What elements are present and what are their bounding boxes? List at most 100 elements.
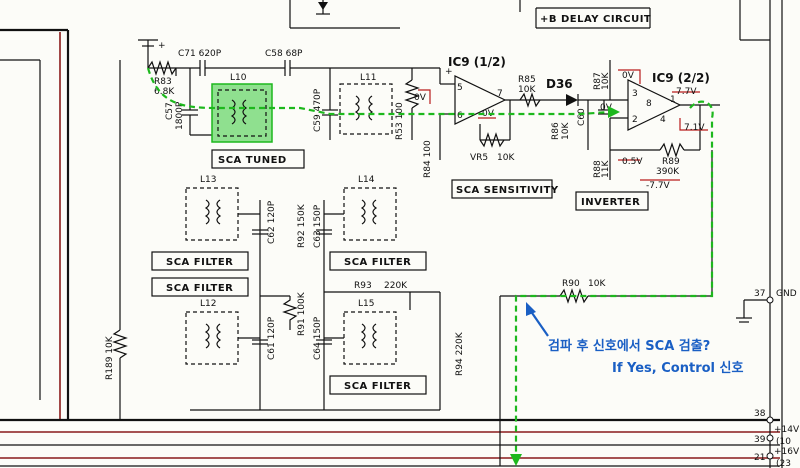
gnd-label: GND: [776, 289, 797, 299]
c57-value: 1800P: [175, 101, 185, 130]
l13-label: L13: [200, 175, 216, 185]
r88-label: R88: [593, 160, 603, 178]
sca-filter-label-3: SCA FILTER: [344, 257, 411, 268]
voltage-0v-c: 0V: [622, 71, 635, 81]
r91-label: R91 100K: [297, 291, 307, 336]
sca-tuned-label: SCA TUNED: [218, 155, 287, 166]
voltage-7-1v: 7.1V: [684, 123, 705, 133]
inverter-label: INVERTER: [581, 197, 640, 208]
r88-value: 11K: [601, 160, 611, 178]
l15-label: L15: [358, 299, 374, 309]
frame-lines: [0, 0, 783, 468]
r90-value: 10K: [588, 279, 606, 289]
sca-filter-box-1: [151, 251, 249, 271]
annotation-line-2: If Yes, Control 신호: [612, 361, 743, 376]
c58-label: C58 68P: [265, 49, 303, 59]
c64-label: C64 150P: [313, 316, 323, 360]
pin-37: 37: [754, 289, 765, 299]
r84-label: R84 100: [423, 140, 433, 178]
sca-filter-box-4: [329, 375, 427, 395]
voltage-0v-d: 0V: [600, 103, 613, 113]
ic9a-pin6: 6: [457, 111, 463, 121]
signal-trace-overlay: [146, 67, 714, 466]
r85-d36: [519, 92, 628, 150]
input-network: [147, 60, 455, 136]
c71-label: C71 620P: [178, 49, 222, 59]
ic9a-plus: +: [445, 67, 453, 77]
pin-38: 38: [754, 409, 766, 419]
ic9b-label: IC9 (2/2): [652, 71, 710, 85]
input-node: +: [138, 39, 166, 68]
ic9b-pin1: 1: [670, 95, 676, 105]
c61-label: C61 120P: [267, 316, 277, 360]
r94-label: R94 220K: [455, 331, 465, 376]
voltage-0v-a: 0V: [414, 93, 427, 103]
voltage-minus-7-7v: -7.7V: [646, 181, 671, 191]
ic9b-pin3: 3: [632, 89, 638, 99]
ic9b-opamp: [609, 60, 720, 180]
svg-text:+: +: [158, 41, 166, 51]
ic9b-pin2: 2: [632, 115, 638, 125]
r89-label: R89: [662, 157, 680, 167]
d36-label: D36: [546, 77, 573, 91]
l10-label: L10: [230, 73, 247, 83]
l11-label: L11: [360, 73, 376, 83]
rail-16v: +16V: [774, 447, 800, 457]
c62-label: C62 120P: [267, 200, 277, 244]
c59-label: C59 470P: [313, 88, 323, 132]
sca-filter-box-2: [151, 277, 249, 297]
c63-label: C63 150P: [313, 204, 323, 248]
vr5-value: 10K: [497, 153, 515, 163]
voltage-0-5v: 0.5V: [622, 157, 643, 167]
sca-tuned-box: [211, 149, 305, 169]
sca-filter-label-1: SCA FILTER: [166, 257, 233, 268]
sca-sensitivity-label: SCA SENSITIVITY: [456, 185, 559, 196]
annotation-line-1: 검파 후 신호에서 SCA 검출?: [548, 338, 710, 354]
voltage-7-7v: 7.7V: [676, 87, 697, 97]
rail-10: (10: [776, 437, 791, 447]
r53-label: R53 100: [395, 102, 405, 140]
ic9b-pin8: 8: [646, 99, 652, 109]
r189: [112, 60, 128, 420]
inverter-box: [575, 191, 649, 211]
delay-circuit-label: +B DELAY CIRCUIT: [540, 14, 651, 25]
r93-label: R93: [354, 281, 372, 291]
r92-label: R92 150K: [297, 203, 307, 248]
r86-value: 10K: [561, 122, 571, 140]
rail-23: (23: [776, 459, 791, 468]
ic9b-voltages: [618, 69, 708, 181]
annotation-arrow: [526, 302, 549, 337]
pin-39: 39: [754, 435, 766, 445]
r90-label: R90: [562, 279, 580, 289]
l14-label: L14: [358, 175, 375, 185]
ic9b-pin4: 4: [660, 115, 666, 125]
r85-label: R85: [518, 75, 536, 85]
sca-filter-box-3: [329, 251, 427, 271]
l10-coil: [211, 83, 273, 143]
r87-value: 10K: [601, 72, 611, 90]
sca-filter-label-4: SCA FILTER: [344, 381, 411, 392]
rail-14v: +14V: [774, 425, 800, 435]
c60-label: C60: [577, 108, 587, 126]
sca-filter-section: [185, 187, 441, 411]
r83-value: 6.8K: [154, 87, 175, 97]
sca-filter-label-2: SCA FILTER: [166, 283, 233, 294]
r86-label: R86: [551, 122, 561, 140]
ic9a-opamp: [439, 75, 540, 160]
sca-sensitivity-box: [451, 179, 553, 199]
r93-value: 220K: [384, 281, 408, 291]
r87-label: R87: [593, 72, 603, 90]
pin-21: 21: [754, 453, 765, 463]
ic9a-label: IC9 (1/2): [448, 55, 506, 69]
l12-label: L12: [200, 299, 216, 309]
ic9a-pin7: 7: [497, 89, 503, 99]
r85-value: 10K: [518, 85, 536, 95]
c57-label: C57: [165, 102, 175, 120]
vr5-label: VR5: [470, 153, 488, 163]
r189-label: R189 10K: [105, 335, 115, 380]
r89-value: 390K: [656, 167, 680, 177]
r83-label: R83: [154, 77, 172, 87]
voltage-0v-b: 0V: [482, 109, 495, 119]
